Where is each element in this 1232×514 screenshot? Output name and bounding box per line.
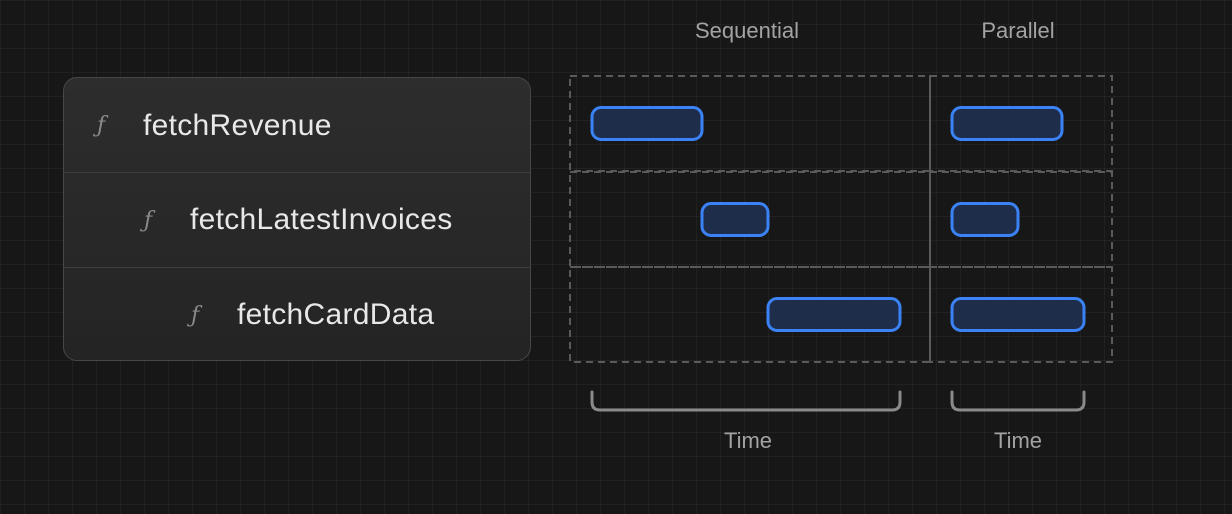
parallel-bar (950, 106, 1064, 141)
parallel-time-label: Time (993, 428, 1043, 453)
function-row-fetch-card-data: ƒ fetchCardData (64, 267, 530, 360)
timeline-bars (590, 106, 1086, 332)
sequential-bar (590, 106, 704, 141)
function-icon: ƒ (191, 302, 200, 328)
function-icon: ƒ (144, 207, 153, 233)
sequential-time-label: Time (723, 428, 773, 453)
parallel-bar (950, 202, 1020, 237)
parallel-bar (950, 297, 1086, 332)
function-name: fetchRevenue (143, 108, 332, 142)
sequential-bar (700, 202, 770, 237)
function-name: fetchCardData (237, 298, 435, 331)
parallel-heading: Parallel (981, 18, 1055, 43)
function-row-fetch-latest-invoices: ƒ fetchLatestInvoices (64, 172, 530, 267)
parallel-cell (929, 171, 1113, 268)
sequential-cell (569, 171, 931, 268)
timeline-grid (569, 75, 1113, 363)
parallel-cell (929, 75, 1113, 172)
sequential-time-bracket (590, 390, 902, 412)
function-name: fetchLatestInvoices (190, 203, 453, 236)
parallel-time-bracket (950, 390, 1086, 412)
sequential-cell (569, 266, 931, 363)
sequential-heading: Sequential (695, 18, 799, 43)
function-icon: ƒ (97, 113, 106, 138)
sequential-bar (766, 297, 902, 332)
parallel-cell (929, 266, 1113, 363)
sequential-cell (569, 75, 931, 172)
function-row-fetch-revenue: ƒ fetchRevenue (64, 78, 530, 173)
time-brackets (590, 390, 1086, 412)
functions-panel: ƒ fetchRevenue ƒ fetchLatestInvoices ƒ f… (63, 77, 531, 361)
